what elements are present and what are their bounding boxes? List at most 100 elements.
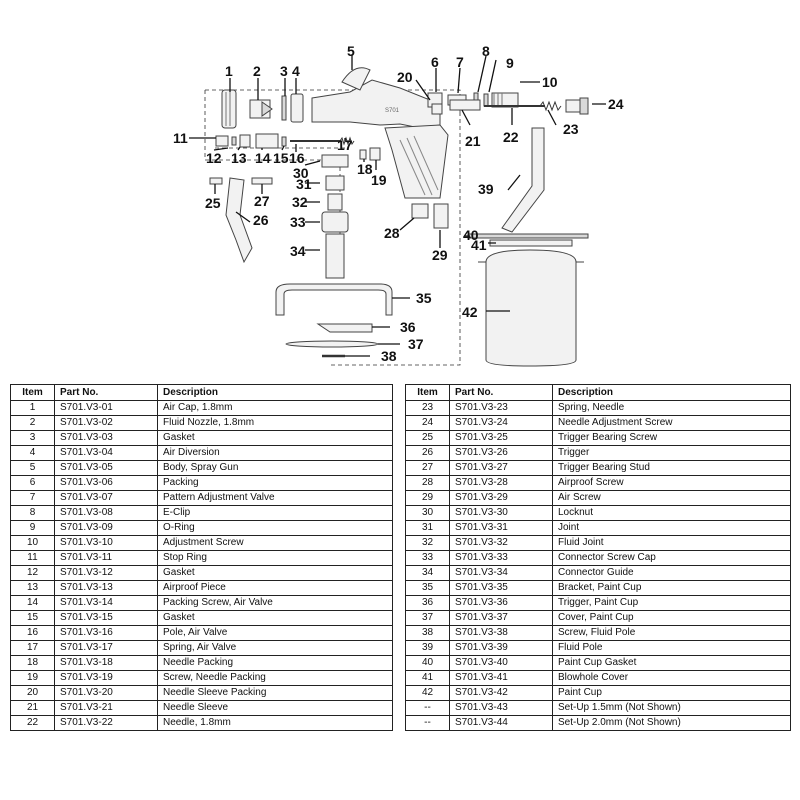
cell-part-no: S701.V3-20 <box>54 685 158 701</box>
cell-item: 15 <box>10 610 55 626</box>
cell-part-no: S701.V3-12 <box>54 565 158 581</box>
callout-4: 4 <box>292 63 300 79</box>
trigger-bearing-stud-part <box>251 177 273 185</box>
cell-part-no: S701.V3-33 <box>449 550 553 566</box>
callout-26: 26 <box>253 212 269 228</box>
cell-part-no: S701.V3-28 <box>449 475 553 491</box>
trigger-part <box>225 177 253 264</box>
cell-part-no: S701.V3-41 <box>449 670 553 686</box>
cell-description: Blowhole Cover <box>552 670 791 686</box>
table-header-row: Item Part No. Description <box>405 384 791 401</box>
cell-item: 17 <box>10 640 55 656</box>
o-ring-part <box>483 93 489 107</box>
cell-description: Needle Sleeve <box>157 700 393 716</box>
callout-1: 1 <box>225 63 233 79</box>
callout-25: 25 <box>205 195 221 211</box>
cell-description: Air Screw <box>552 490 791 506</box>
cell-part-no: S701.V3-07 <box>54 490 158 506</box>
cell-item: 24 <box>405 415 450 431</box>
cell-item: 42 <box>405 685 450 701</box>
callout-32: 32 <box>292 194 308 210</box>
cell-item: 38 <box>405 625 450 641</box>
cell-description: Needle, 1.8mm <box>157 715 393 731</box>
callout-18: 18 <box>357 161 373 177</box>
cell-description: Pattern Adjustment Valve <box>157 490 393 506</box>
connector-screw-cap-part <box>321 211 349 233</box>
cell-part-no: S701.V3-24 <box>449 415 553 431</box>
cell-description: Trigger Bearing Screw <box>552 430 791 446</box>
cell-item: 35 <box>405 580 450 596</box>
cell-part-no: S701.V3-40 <box>449 655 553 671</box>
cell-part-no: S701.V3-26 <box>449 445 553 461</box>
cell-description: Joint <box>552 520 791 536</box>
needle-sleeve-packing-part <box>431 103 443 115</box>
cell-part-no: S701.V3-21 <box>54 700 158 716</box>
cell-part-no: S701.V3-17 <box>54 640 158 656</box>
cell-description: Fluid Nozzle, 1.8mm <box>157 415 393 431</box>
cell-part-no: S701.V3-42 <box>449 685 553 701</box>
callout-16: 16 <box>289 150 305 166</box>
cell-part-no: S701.V3-30 <box>449 505 553 521</box>
cell-part-no: S701.V3-22 <box>54 715 158 731</box>
callout-41: 41 <box>471 237 487 253</box>
callout-8: 8 <box>482 43 490 59</box>
header-description: Description <box>552 384 791 401</box>
cell-part-no: S701.V3-06 <box>54 475 158 491</box>
table-header-row: Item Part No. Description <box>10 384 393 401</box>
callout-14: 14 <box>255 150 271 166</box>
callout-9: 9 <box>506 55 514 71</box>
header-part-no: Part No. <box>54 384 158 401</box>
trigger-bearing-screw-part <box>209 177 223 185</box>
cell-description: Trigger Bearing Stud <box>552 460 791 476</box>
cell-part-no: S701.V3-02 <box>54 415 158 431</box>
cell-part-no: S701.V3-10 <box>54 535 158 551</box>
cell-part-no: S701.V3-44 <box>449 715 553 731</box>
svg-text:S701: S701 <box>385 108 400 114</box>
callout-22: 22 <box>503 129 519 145</box>
airproof-screw-part <box>411 203 429 219</box>
callout-10: 10 <box>542 74 558 90</box>
cell-description: Airproof Screw <box>552 475 791 491</box>
cell-description: Gasket <box>157 610 393 626</box>
cell-part-no: S701.V3-36 <box>449 595 553 611</box>
callout-31: 31 <box>296 176 312 192</box>
cell-description: Cover, Paint Cup <box>552 610 791 626</box>
cell-description: Spring, Air Valve <box>157 640 393 656</box>
cell-description: Set-Up 2.0mm (Not Shown) <box>552 715 791 731</box>
cell-description: Screw, Needle Packing <box>157 670 393 686</box>
fluid-joint-part <box>327 193 343 211</box>
cell-part-no: S701.V3-34 <box>449 565 553 581</box>
callout-13: 13 <box>231 150 247 166</box>
spray-gun-body: S701 <box>311 67 449 199</box>
cell-item: 18 <box>10 655 55 671</box>
cell-item: 34 <box>405 565 450 581</box>
cell-description: Airproof Piece <box>157 580 393 596</box>
cell-item: 32 <box>405 535 450 551</box>
cell-item: 6 <box>10 475 55 491</box>
cell-part-no: S701.V3-16 <box>54 625 158 641</box>
